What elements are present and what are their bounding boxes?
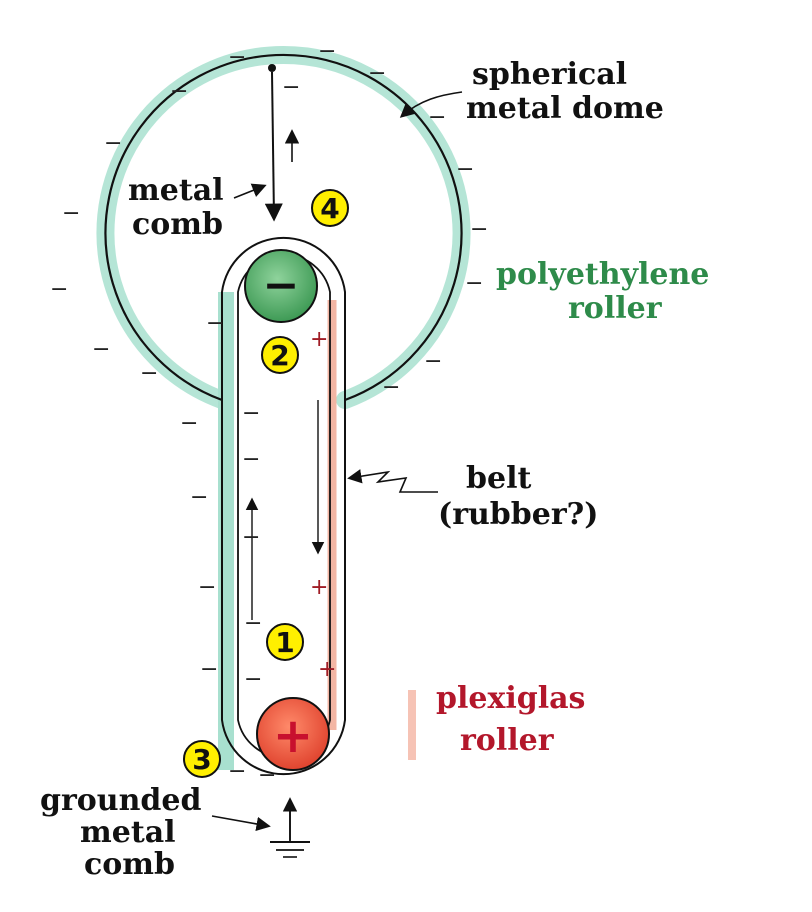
charge-minus: −	[428, 105, 446, 130]
comb-label-line1: metal	[128, 173, 224, 208]
charge-minus: −	[244, 611, 262, 636]
plexiglas-roller	[256, 697, 330, 771]
charge-minus: −	[244, 667, 262, 692]
plexi-label-line1: plexiglas	[436, 681, 585, 716]
charge-minus: −	[206, 311, 224, 336]
belt-positive-charges: + + +	[310, 327, 336, 682]
plexiglas-roller-sign: +	[273, 708, 313, 764]
charge-minus: −	[242, 447, 260, 472]
charge-minus: −	[200, 657, 218, 682]
spherical-dome	[104, 53, 463, 402]
dome-pointer-arrow	[399, 91, 463, 118]
charge-minus: −	[382, 375, 400, 400]
charge-minus: −	[170, 79, 188, 104]
charge-minus: −	[242, 401, 260, 426]
marker-4: 4	[311, 189, 349, 227]
marker-4-label: 4	[320, 192, 339, 225]
charge-minus: −	[228, 45, 246, 70]
comb-label-line2: comb	[132, 207, 223, 242]
marker-1: 1	[266, 623, 304, 661]
charge-minus: −	[368, 61, 386, 86]
poly-label-line2: roller	[568, 291, 663, 326]
column-housing	[221, 236, 346, 776]
charge-minus: −	[258, 763, 276, 788]
charge-plus: +	[310, 575, 328, 600]
polyethylene-roller-sign: −	[263, 260, 300, 311]
belt-pointer-arrow	[347, 469, 438, 493]
belt-label-line1: belt	[466, 461, 531, 496]
charge-minus: −	[465, 271, 483, 296]
ground-pointer-arrow	[211, 815, 271, 832]
charge-plus: +	[318, 657, 336, 682]
charge-minus: −	[50, 277, 68, 302]
charge-minus: −	[180, 411, 198, 436]
charge-minus: −	[456, 157, 474, 182]
charge-minus: −	[62, 201, 80, 226]
marker-2: 2	[261, 336, 299, 374]
ground-label-line1: grounded	[40, 783, 201, 818]
ground-label-line3: comb	[84, 847, 175, 882]
charge-minus: −	[282, 75, 300, 100]
comb-pointer-arrow	[233, 183, 267, 199]
plexi-label-line2: roller	[460, 723, 555, 758]
dome-label-line1: spherical	[472, 57, 627, 92]
marker-1-label: 1	[275, 626, 294, 659]
marker-3: 3	[183, 740, 221, 778]
dome-contact-point	[268, 64, 276, 72]
top-comb-wire	[264, 71, 283, 222]
charge-minus: −	[190, 485, 208, 510]
ground-label-line2: metal	[80, 815, 176, 850]
charge-minus: −	[424, 349, 442, 374]
charge-minus: −	[470, 217, 488, 242]
polyethylene-roller	[244, 249, 318, 323]
charge-minus: −	[140, 361, 158, 386]
charge-minus: −	[198, 575, 216, 600]
column-negative-charges: − − − − − − − − − − −	[180, 401, 276, 788]
charge-minus: −	[104, 131, 122, 156]
charge-minus: −	[242, 525, 260, 550]
charge-minus: −	[92, 337, 110, 362]
belt-label-line2: (rubber?)	[438, 497, 598, 532]
marker-2-label: 2	[270, 339, 289, 372]
charge-plus: +	[310, 327, 328, 352]
charge-minus: −	[318, 39, 336, 64]
dome-label-line2: metal dome	[466, 91, 664, 126]
dome-negative-charges: − − − − − − − − − − − − − − − − −	[50, 39, 488, 400]
marker-3-label: 3	[192, 743, 211, 776]
poly-label-line1: polyethylene	[496, 257, 709, 292]
charge-minus: −	[228, 759, 246, 784]
